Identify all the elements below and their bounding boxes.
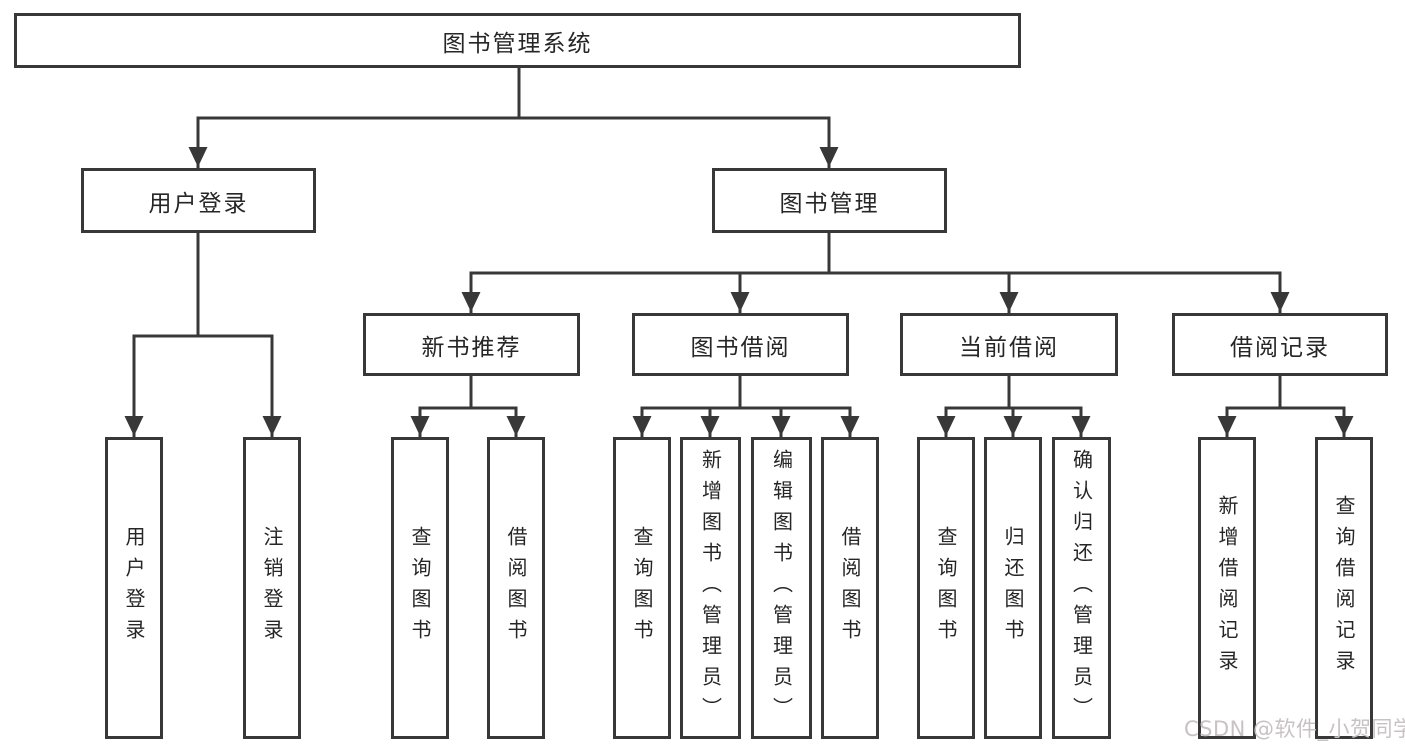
edge-current-borrow-trunk xyxy=(944,374,1083,410)
edge-group-root xyxy=(188,66,839,169)
leaf-query-books-recommend: 查询图书 xyxy=(391,437,449,739)
node-user-login: 用户登录 xyxy=(81,168,316,233)
csdn-watermark: CSDN @软件_小贺同学 xyxy=(1184,717,1405,741)
leaf-query-borrow-record: 查询借阅记录 xyxy=(1315,437,1373,739)
leaf-add-borrow-record: 新增借阅记录 xyxy=(1198,437,1256,739)
node-new-book-recommend: 新书推荐 xyxy=(363,313,580,376)
edge-new-book-recommend-trunk xyxy=(418,374,518,410)
leaf-return-books: 归还图书 xyxy=(984,437,1042,739)
leaf-borrow-books: 借阅图书 xyxy=(821,437,879,739)
node-book-borrow: 图书借阅 xyxy=(632,313,849,376)
node-current-borrow: 当前借阅 xyxy=(900,313,1118,376)
node-library-system: 图书管理系统 xyxy=(14,13,1021,68)
leaf-logout: 注销登录 xyxy=(243,437,301,739)
edge-group-new-book-recommend xyxy=(410,374,526,438)
node-book-management: 图书管理 xyxy=(712,168,947,233)
edge-book-management-trunk xyxy=(469,231,1282,275)
edge-group-user-login xyxy=(124,231,282,438)
leaf-edit-books-admin: 编辑图书（管理员） xyxy=(751,437,812,739)
leaf-query-books-borrow: 查询图书 xyxy=(613,437,671,739)
leaf-borrow-books-recommend: 借阅图书 xyxy=(487,437,545,739)
edge-group-borrow-records xyxy=(1217,374,1354,438)
edge-borrow-records-trunk xyxy=(1225,374,1346,410)
edge-group-book-borrow xyxy=(632,374,860,438)
leaf-add-books-admin: 新增图书（管理员） xyxy=(680,437,741,739)
leaf-query-books-current: 查询图书 xyxy=(917,437,975,739)
edge-book-borrow-trunk xyxy=(640,374,852,410)
edge-group-current-borrow xyxy=(936,374,1091,438)
edge-user-login-trunk xyxy=(132,231,274,338)
edge-group-book-management xyxy=(461,231,1290,314)
leaf-confirm-return-admin: 确认归还（管理员） xyxy=(1052,437,1111,739)
node-borrow-records: 借阅记录 xyxy=(1172,313,1388,376)
leaf-user-login: 用户登录 xyxy=(105,437,163,739)
edge-root-trunk xyxy=(196,66,831,120)
